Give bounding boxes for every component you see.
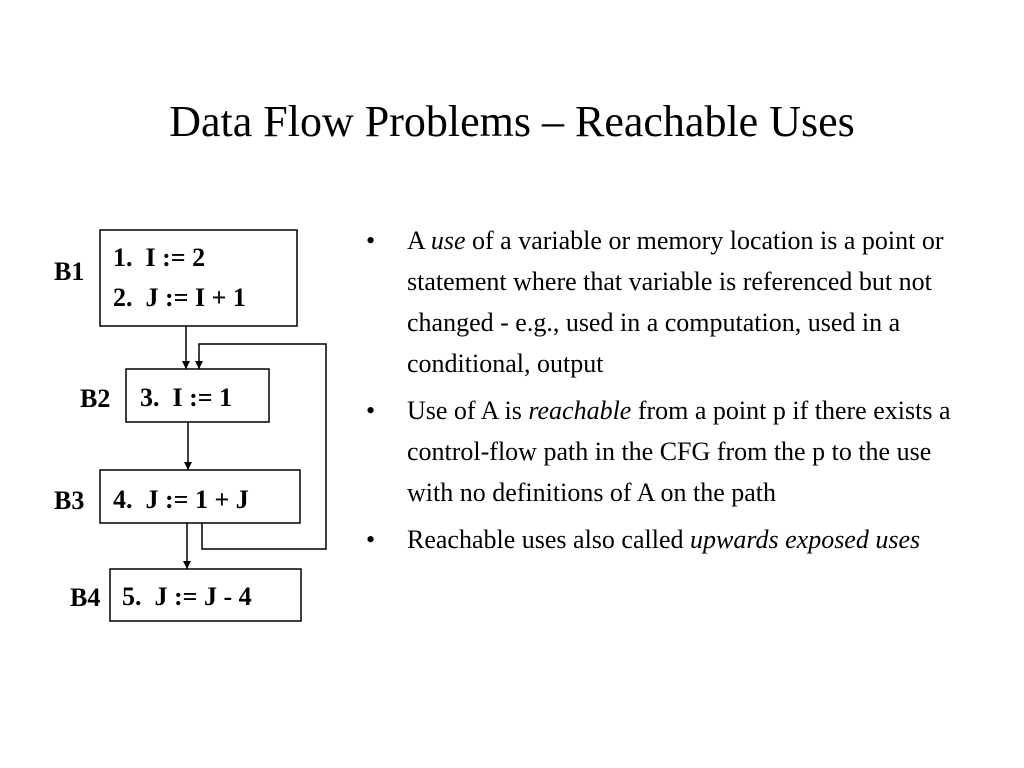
bullet-text-pre: Reachable uses also called bbox=[407, 525, 690, 554]
bullet-text-post: of a variable or memory location is a po… bbox=[407, 226, 944, 378]
bullet-dot: • bbox=[366, 525, 376, 554]
bullet-text-pre: Use of A is bbox=[407, 396, 529, 425]
block-label-b1: B1 bbox=[54, 257, 84, 286]
block-label-b4: B4 bbox=[70, 583, 100, 612]
block-b2-line-1: 3. I := 1 bbox=[140, 383, 232, 412]
block-box-b3 bbox=[99, 469, 301, 524]
bullet-dot: • bbox=[366, 396, 376, 425]
block-box-b1 bbox=[99, 229, 298, 327]
bullet-use-definition: • A use of a variable or memory location… bbox=[366, 220, 966, 384]
block-b1-line-2: 2. J := I + 1 bbox=[113, 283, 246, 312]
bullet-emphasis: upwards exposed uses bbox=[690, 525, 921, 554]
bullet-emphasis: use bbox=[430, 226, 466, 255]
bullet-list: • A use of a variable or memory location… bbox=[366, 220, 966, 566]
bullet-emphasis: reachable bbox=[528, 396, 632, 425]
bullet-dot: • bbox=[366, 226, 376, 255]
edge-b3-loop-b2 bbox=[195, 343, 327, 550]
bullet-text-pre: A bbox=[407, 226, 431, 255]
bullet-reachable-definition: • Use of A is reachable from a point p i… bbox=[366, 390, 966, 513]
block-label-b3: B3 bbox=[54, 486, 84, 515]
block-box-b2 bbox=[125, 368, 270, 423]
block-b1-line-1: 1. I := 2 bbox=[113, 243, 205, 272]
bullet-upwards-exposed: • Reachable uses also called upwards exp… bbox=[366, 519, 966, 560]
slide-title: Data Flow Problems – Reachable Uses bbox=[169, 97, 855, 146]
bullet-text-post: from a point p if there exists a control… bbox=[407, 396, 951, 507]
block-label-b2: B2 bbox=[80, 384, 110, 413]
block-b3-line-1: 4. J := 1 + J bbox=[113, 485, 249, 514]
block-box-b4 bbox=[109, 568, 302, 622]
block-b4-line-1: 5. J := J - 4 bbox=[122, 582, 252, 611]
